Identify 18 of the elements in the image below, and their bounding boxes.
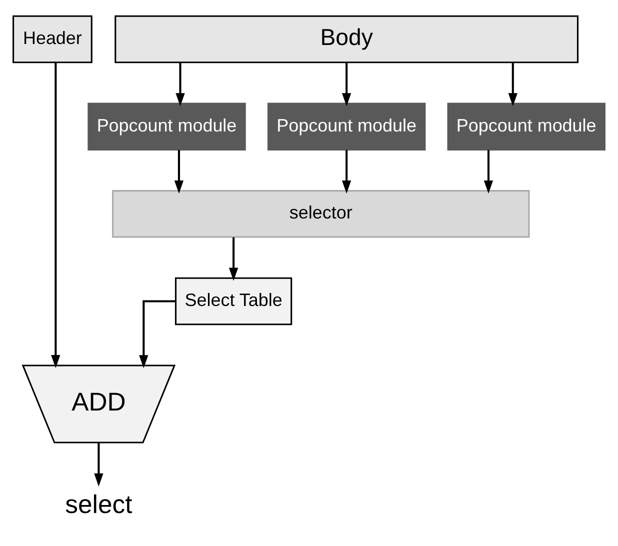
arrow [51,62,60,368]
node-text: select [65,491,132,520]
node-box: Body [114,15,579,64]
node-box: Select Table [174,277,292,326]
node-box: Popcount module [447,102,606,150]
arrow [484,150,494,194]
arrow [508,62,518,106]
node-box: Popcount module [267,102,426,150]
arrow [174,150,184,194]
arrow [139,300,176,368]
node-box: selector [112,190,530,238]
node-box: Header [12,15,92,64]
arrow [176,62,185,106]
arrow [228,237,238,281]
node-box: Popcount module [88,102,246,150]
arrow [342,150,352,194]
arrow [94,442,104,486]
arrow [342,62,352,106]
